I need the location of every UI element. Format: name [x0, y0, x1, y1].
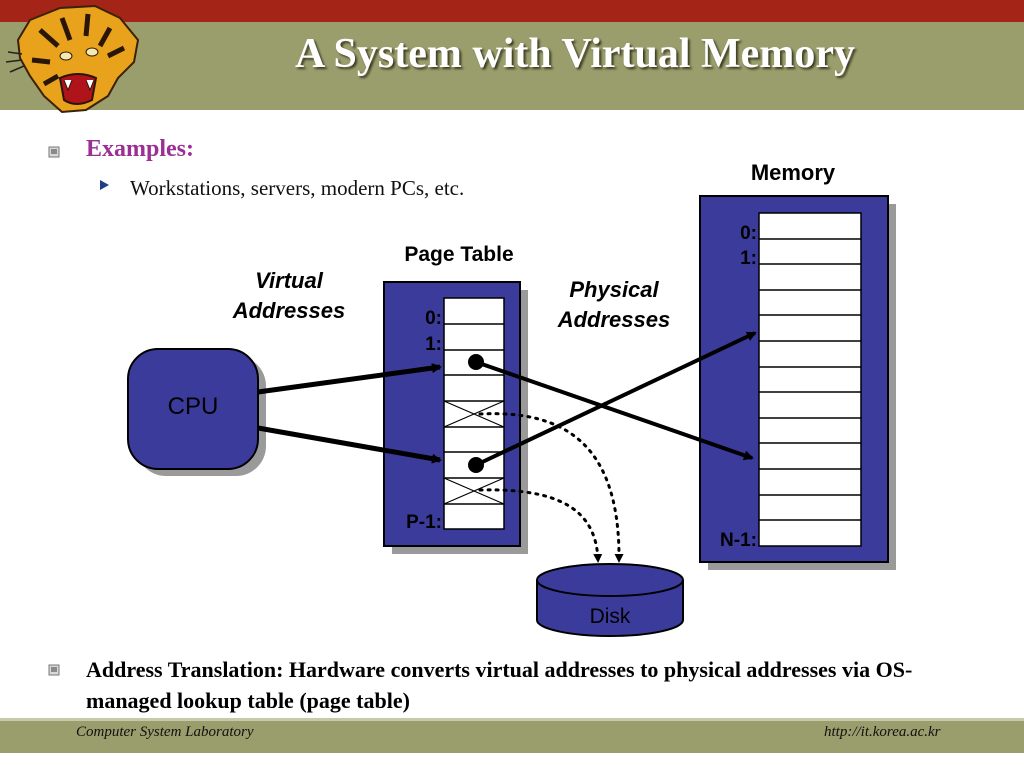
- square-bullet-icon: [48, 146, 60, 158]
- footer-lab-name: Computer System Laboratory: [76, 724, 254, 740]
- pt-row0-label: 0:: [425, 308, 442, 329]
- cpu-label: CPU: [168, 393, 219, 420]
- pt-to-disk-dotted-arrow-2: [478, 488, 603, 563]
- address-translation-text: Address Translation: Hardware converts v…: [86, 657, 913, 713]
- header-olive-bar: [0, 22, 1024, 110]
- mem-row0-label: 0:: [740, 223, 757, 244]
- slide-title: A System with Virtual Memory: [295, 31, 855, 77]
- disk-label: Disk: [590, 605, 631, 628]
- footer-url: http://it.korea.ac.kr: [824, 724, 941, 740]
- virtual-label-line2: Addresses: [232, 298, 346, 323]
- examples-heading: Examples:: [86, 136, 194, 162]
- physical-label-line2: Addresses: [557, 307, 671, 332]
- footer-bar: [0, 718, 1024, 753]
- tiger-logo-icon: [5, 4, 140, 114]
- mem-row1-label: 1:: [740, 248, 757, 269]
- memory-box: [699, 195, 896, 570]
- page-table-label: Page Table: [404, 243, 513, 266]
- disk-cylinder: [536, 563, 684, 637]
- cpu-to-pt-arrow-upper: [257, 363, 442, 395]
- cpu-to-pt-arrow-lower: [257, 425, 442, 464]
- pt-to-mem-arrow-up: [475, 331, 757, 467]
- square-bullet-icon: [48, 664, 60, 676]
- examples-detail: Workstations, servers, modern PCs, etc.: [130, 176, 465, 200]
- physical-label-line1: Physical: [569, 277, 659, 302]
- pt-to-disk-dotted-arrow-1: [478, 412, 624, 563]
- pt-to-mem-arrow-down: [475, 360, 754, 461]
- pt-row1-label: 1:: [425, 334, 442, 355]
- page-table-box: [383, 281, 528, 554]
- memory-label: Memory: [751, 160, 836, 185]
- virtual-label-line1: Virtual: [255, 268, 324, 293]
- pt-rowlast-label: P-1:: [406, 512, 442, 533]
- mem-rowlast-label: N-1:: [720, 530, 757, 551]
- header-red-bar: [0, 0, 1024, 22]
- triangle-arrow-icon: [100, 180, 109, 190]
- cpu-box: [127, 348, 266, 476]
